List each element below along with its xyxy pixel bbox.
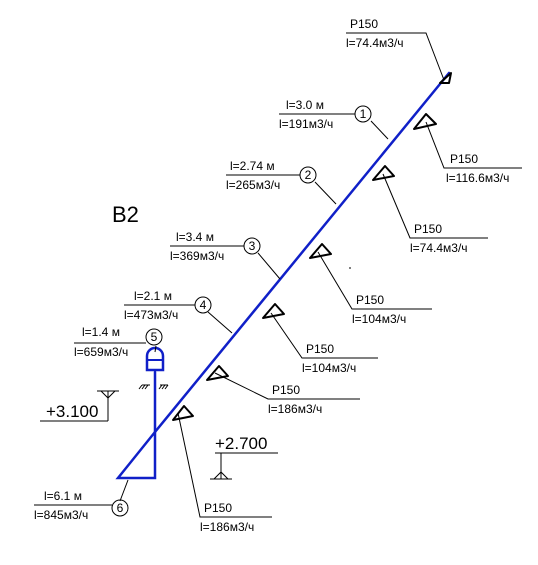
node-flow: l=473м3/ч	[124, 308, 178, 322]
node-flow: l=191м3/ч	[279, 117, 333, 131]
elevation-mark-high: +3.100	[40, 390, 119, 422]
node-flow: l=265м3/ч	[226, 178, 280, 192]
node-number: 6	[117, 501, 124, 515]
fixture-model: P150	[306, 342, 334, 356]
fixture-model: P150	[450, 152, 478, 166]
fixture-flow: l=74.4м3/ч	[346, 36, 404, 50]
node-length: l=3.4 м	[176, 230, 214, 244]
system-label: В2	[112, 202, 139, 227]
node-number: 1	[360, 107, 367, 121]
fixture-5: P150 l=104м3/ч	[302, 342, 356, 375]
fixture-flow: l=104м3/ч	[352, 312, 406, 326]
diffuser-triangle	[439, 72, 452, 84]
node-flow: l=845м3/ч	[34, 508, 88, 522]
node-circle	[243, 237, 261, 255]
node-6: 6 l=6.1 м l=845м3/ч	[34, 479, 129, 522]
node-length: l=2.1 м	[134, 289, 172, 303]
fixture-model: P150	[350, 17, 378, 31]
fixture-model: P150	[414, 222, 442, 236]
node-circle	[111, 499, 129, 517]
diffuser-triangle	[413, 113, 437, 130]
fixture-1: P150 l=74.4м3/ч	[346, 17, 404, 50]
riser-device	[138, 346, 169, 390]
fixture-flow: l=104м3/ч	[302, 361, 356, 375]
node-5: 5 l=1.4 м l=659м3/ч	[74, 325, 163, 359]
elevation-value: +2.700	[215, 434, 267, 453]
main-pipe	[115, 71, 451, 480]
fixture-flow: l=186м3/ч	[268, 402, 322, 416]
diffuser-triangle	[372, 165, 395, 181]
fixture-flow: l=74.4м3/ч	[410, 241, 468, 255]
fixture-model: P150	[356, 293, 384, 307]
node-circle	[354, 105, 372, 123]
node-length: l=3.0 м	[286, 98, 324, 112]
elevation-value: +3.100	[46, 402, 98, 421]
elevation-mark-low: +2.700	[210, 434, 278, 480]
fixture-flow: l=116.6м3/ч	[446, 171, 509, 185]
fixture-2: P150 l=116.6м3/ч	[446, 152, 509, 185]
node-circle	[194, 296, 212, 314]
node-number: 2	[305, 168, 312, 182]
fixture-7: P150 l=186м3/ч	[200, 501, 254, 534]
node-number: 4	[200, 298, 207, 312]
fixture-flow: l=186м3/ч	[200, 520, 254, 534]
node-number: 5	[151, 330, 158, 344]
fixture-6: P150 l=186м3/ч	[268, 383, 322, 416]
node-1: 1 l=3.0 м l=191м3/ч	[279, 98, 389, 140]
node-length: l=1.4 м	[82, 325, 120, 339]
fixture-leaders	[177, 32, 522, 518]
diffuser-triangle	[206, 365, 229, 381]
diffusers	[172, 72, 452, 421]
pipe-network	[115, 71, 451, 480]
node-circle	[145, 328, 163, 346]
fixture-4: P150 l=104м3/ч	[352, 293, 406, 326]
fixture-3: P150 l=74.4м3/ч	[410, 222, 468, 255]
fixture-model: P150	[272, 383, 300, 397]
node-length: l=6.1 м	[44, 489, 82, 503]
node-2: 2 l=2.74 м l=265м3/ч	[226, 159, 337, 205]
fixture-model: P150	[204, 501, 232, 515]
node-4: 4 l=2.1 м l=473м3/ч	[124, 289, 233, 334]
node-length: l=2.74 м	[230, 159, 275, 173]
node-flow: l=659м3/ч	[74, 345, 128, 359]
node-circle	[299, 166, 317, 184]
node-number: 3	[249, 239, 256, 253]
node-flow: l=369м3/ч	[170, 249, 224, 263]
node-3: 3 l=3.4 м l=369м3/ч	[170, 230, 281, 280]
